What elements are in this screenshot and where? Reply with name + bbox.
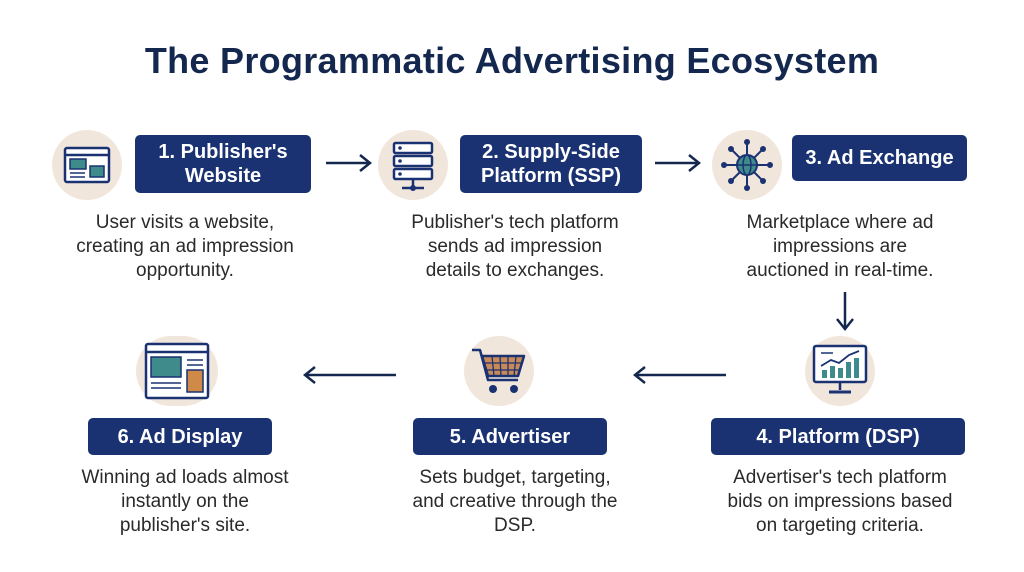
step-5-label: 5. Advertiser	[413, 418, 607, 455]
step-3-label: 3. Ad Exchange	[792, 135, 967, 181]
shopping-cart-icon	[464, 336, 534, 406]
step-2-label: 2. Supply-Side Platform (SSP)	[460, 135, 642, 193]
step-6-label: 6. Ad Display	[88, 418, 272, 455]
analytics-monitor-icon	[805, 336, 875, 406]
step-3-label-text: 3. Ad Exchange	[805, 147, 954, 169]
step-4-description: Advertiser's tech platform bids on impre…	[727, 467, 953, 536]
step-2-label-text: 2. Supply-Side Platform (SSP)	[480, 141, 622, 187]
step-1-description: User visits a website, creating an ad im…	[76, 212, 294, 281]
arrow-left-icon	[302, 366, 396, 384]
step-5-description: Sets budget, targeting, and creative thr…	[412, 467, 618, 536]
step-4-label: 4. Platform (DSP)	[711, 418, 965, 455]
step-3-description: Marketplace where ad impressions are auc…	[746, 212, 934, 281]
arrow-right-icon	[655, 154, 702, 172]
browser-window-icon	[52, 130, 122, 200]
network-hub-icon	[712, 130, 782, 200]
step-6-label-text: 6. Ad Display	[117, 425, 243, 448]
step-2-description: Publisher's tech platform sends ad impre…	[411, 212, 619, 281]
step-5-label-text: 5. Advertiser	[449, 425, 571, 448]
step-6-description: Winning ad loads almost instantly on the…	[81, 467, 289, 536]
arrow-right-icon	[326, 154, 373, 172]
ad-webpage-icon	[136, 336, 218, 406]
arrow-left-icon	[632, 366, 726, 384]
step-4-label-text: 4. Platform (DSP)	[756, 425, 920, 448]
server-stack-icon	[378, 130, 448, 200]
step-1-label-text: 1. Publisher's Website	[158, 141, 288, 187]
diagram-title: The Programmatic Advertising Ecosystem	[144, 40, 880, 81]
step-1-label: 1. Publisher's Website	[135, 135, 311, 193]
arrow-down-icon	[836, 292, 854, 332]
